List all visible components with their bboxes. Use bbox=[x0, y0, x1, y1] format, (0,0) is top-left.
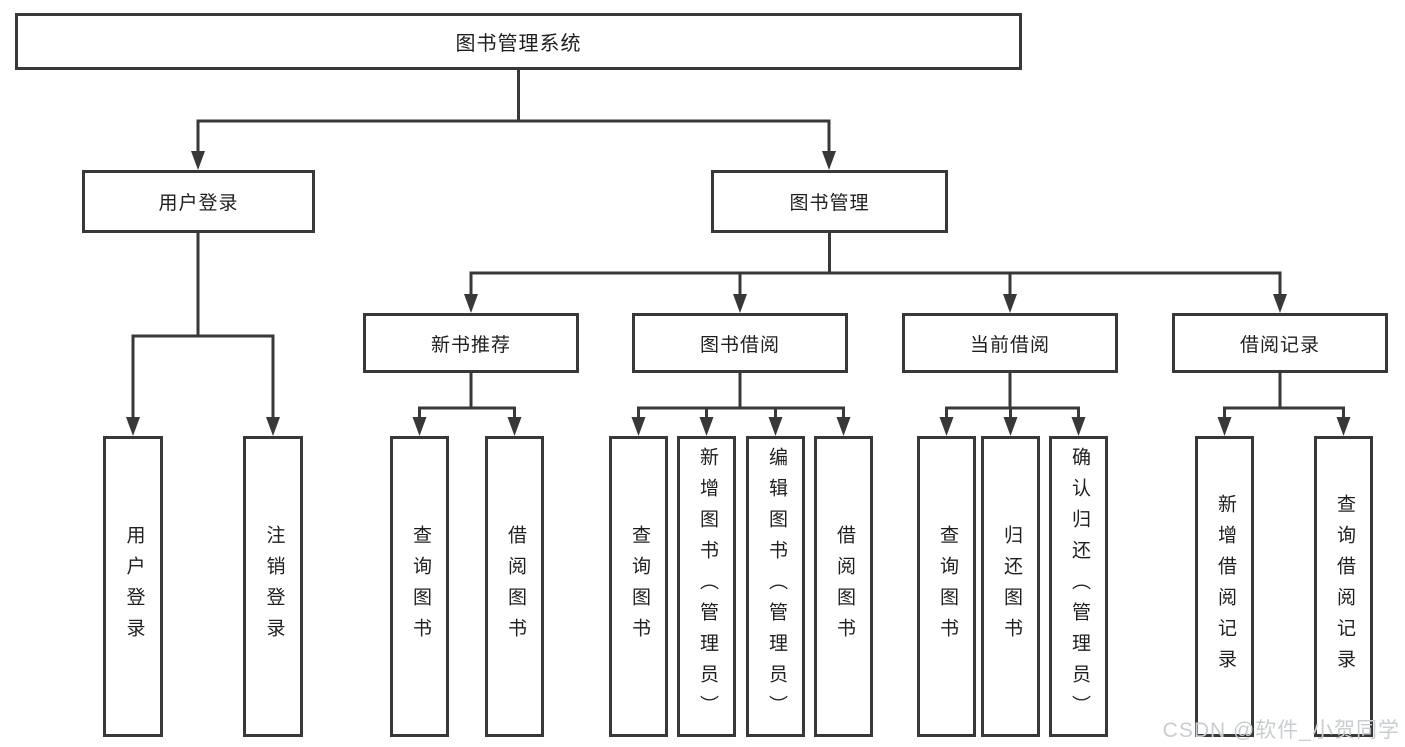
node-root-label: 图书管理系统 bbox=[455, 33, 582, 55]
leaf-borrow-books-label: 借阅图书 bbox=[833, 524, 855, 649]
leaf-borrow-books-recommend-label: 借阅图书 bbox=[504, 524, 526, 649]
leaf-confirm-return-admin: 确认归还（管理员） bbox=[1049, 436, 1108, 737]
node-borrowing-records: 借阅记录 bbox=[1172, 313, 1388, 373]
leaf-add-borrow-record: 新增借阅记录 bbox=[1195, 436, 1254, 737]
node-book-management-branch-label: 图书管理 bbox=[789, 193, 870, 214]
leaf-confirm-return-admin-label: 确认归还（管理员） bbox=[1068, 447, 1090, 726]
leaf-query-borrow-record-label: 查询借阅记录 bbox=[1333, 493, 1355, 680]
node-book-borrowing: 图书借阅 bbox=[632, 313, 848, 373]
node-current-borrowing-label: 当前借阅 bbox=[969, 334, 1050, 356]
leaf-user-login-label: 用户登录 bbox=[123, 524, 145, 649]
leaf-add-books-admin-label: 新增图书（管理员） bbox=[696, 447, 718, 726]
node-book-management-branch: 图书管理 bbox=[711, 170, 948, 233]
leaf-edit-books-admin-label: 编辑图书（管理员） bbox=[765, 447, 787, 726]
node-root: 图书管理系统 bbox=[15, 13, 1022, 70]
node-user-login-branch-label: 用户登录 bbox=[158, 193, 239, 214]
leaf-query-books-borrow: 查询图书 bbox=[609, 436, 668, 737]
leaf-return-books-label: 归还图书 bbox=[1000, 524, 1022, 649]
leaf-query-books-borrow-label: 查询图书 bbox=[628, 524, 650, 649]
leaf-add-books-admin: 新增图书（管理员） bbox=[677, 436, 736, 737]
node-borrowing-records-label: 借阅记录 bbox=[1239, 334, 1320, 356]
node-new-book-recommendation: 新书推荐 bbox=[363, 313, 579, 373]
leaf-query-borrow-record: 查询借阅记录 bbox=[1314, 436, 1373, 737]
leaf-borrow-books-recommend: 借阅图书 bbox=[485, 436, 544, 737]
node-new-book-recommendation-label: 新书推荐 bbox=[430, 334, 511, 356]
node-current-borrowing: 当前借阅 bbox=[902, 313, 1118, 373]
leaf-logout: 注销登录 bbox=[243, 436, 303, 737]
leaf-query-books-current-label: 查询图书 bbox=[936, 524, 958, 649]
leaf-query-books-current: 查询图书 bbox=[917, 436, 976, 737]
leaf-add-borrow-record-label: 新增借阅记录 bbox=[1214, 493, 1236, 680]
leaf-return-books: 归还图书 bbox=[981, 436, 1040, 737]
leaf-query-books-recommend: 查询图书 bbox=[390, 436, 449, 737]
node-book-borrowing-label: 图书借阅 bbox=[699, 334, 780, 356]
node-user-login-branch: 用户登录 bbox=[82, 170, 315, 233]
tree-edges bbox=[131, 70, 1345, 420]
leaf-edit-books-admin: 编辑图书（管理员） bbox=[746, 436, 805, 737]
leaf-query-books-recommend-label: 查询图书 bbox=[409, 524, 431, 649]
csdn-watermark: CSDN @软件_小贺同学 bbox=[1162, 719, 1400, 742]
leaf-user-login: 用户登录 bbox=[103, 436, 163, 737]
leaf-borrow-books: 借阅图书 bbox=[814, 436, 873, 737]
leaf-logout-label: 注销登录 bbox=[263, 524, 285, 649]
